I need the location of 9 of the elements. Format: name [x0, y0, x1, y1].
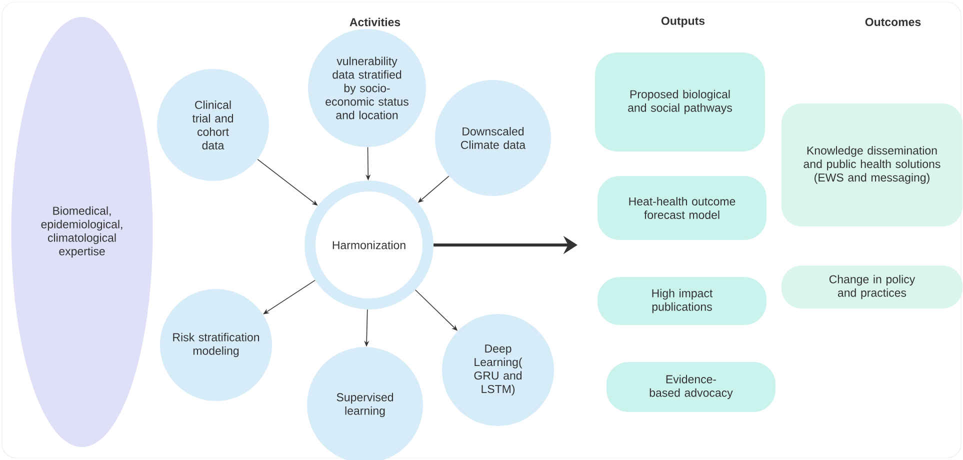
output-box: Proposed biological and social pathways — [595, 52, 765, 152]
output-box: Evidence-based advocacy — [606, 362, 776, 412]
output-box: High impact publications — [598, 277, 766, 325]
column-heading: Outputs — [661, 16, 705, 28]
outcome-box: Knowledge dissemination and public health solutions (EWS and messaging) — [782, 104, 962, 226]
hub-ring: Harmonization — [304, 180, 434, 310]
outcome-box: Change in policy and practices — [782, 266, 962, 308]
output-box: Heat-health outcome forecast model — [598, 176, 766, 240]
column-heading: Outcomes — [865, 18, 921, 26]
